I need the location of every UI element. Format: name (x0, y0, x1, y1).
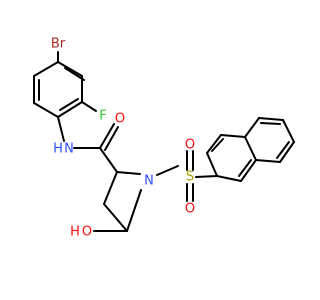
hydroxyl-oxygen-atom: O (82, 225, 92, 240)
bond (216, 175, 242, 182)
amide-nitrogen-atom: N (64, 142, 74, 157)
bond (206, 152, 218, 177)
hydroxyl-hydrogen-atom: H (70, 225, 80, 240)
ring-nitrogen-atom: N (144, 174, 154, 189)
bond (57, 101, 83, 118)
sulfonyl-oxygen-bottom-atom: O (185, 202, 195, 217)
chemical-structure: Br F N H O N S O O O H (33, 37, 295, 240)
bond (260, 122, 281, 125)
bond (116, 171, 141, 175)
bond (33, 102, 59, 118)
bond (59, 98, 79, 111)
bond (258, 117, 284, 121)
bond (244, 136, 257, 161)
bond (156, 165, 179, 176)
bond (238, 159, 252, 177)
bond (64, 67, 85, 81)
bond (57, 116, 65, 142)
bond (126, 189, 142, 232)
bond (195, 175, 218, 178)
bond (33, 61, 59, 77)
fluorine-atom: F (99, 109, 106, 124)
bond (276, 141, 290, 159)
bond (220, 134, 246, 138)
carbonyl-oxygen-atom: O (115, 112, 125, 127)
bond (57, 61, 83, 77)
bond (211, 138, 224, 152)
bond (81, 101, 97, 112)
amide-hydrogen-atom: H (53, 142, 63, 157)
bromine-atom: Br (51, 37, 66, 52)
bonds (33, 51, 295, 232)
bond (103, 203, 128, 232)
bond (282, 119, 295, 143)
sulfonyl-oxygen-top-atom: O (185, 138, 195, 153)
atom-labels: Br F N H O N S O O O H (51, 37, 195, 240)
sulfur-atom: S (186, 170, 194, 185)
bond (103, 171, 118, 205)
bond (104, 126, 119, 151)
bond (99, 147, 118, 173)
bond (279, 141, 295, 163)
bond (244, 117, 260, 138)
bond (206, 134, 222, 154)
bond (255, 159, 281, 163)
bond (240, 159, 257, 182)
bond (99, 123, 115, 149)
